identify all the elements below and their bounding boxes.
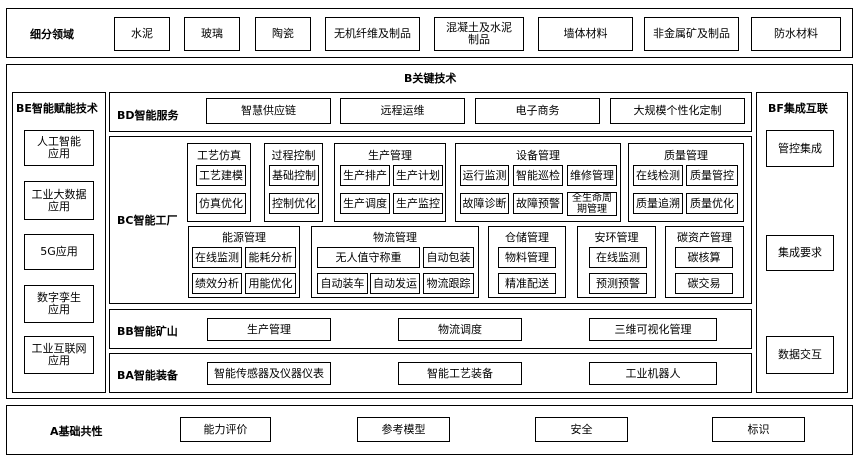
- bc-item: 自动包装: [423, 247, 474, 268]
- bb-row-label: BB智能矿山: [117, 325, 178, 338]
- bc-group-title: 物流管理: [373, 231, 417, 244]
- be-item: 5G应用: [24, 234, 94, 270]
- ba-row-label: BA智能装备: [117, 369, 178, 382]
- bc-item: 自动装车: [317, 273, 368, 294]
- bc-item: 能耗分析: [245, 247, 296, 268]
- bc-item: 故障诊断: [460, 193, 509, 214]
- bc-item: 用能优化: [245, 273, 296, 294]
- bf-item: 数据交互: [766, 336, 834, 374]
- bc-item: 控制优化: [269, 193, 319, 214]
- bc-item: 精准配送: [498, 273, 556, 294]
- bc-group-title: 过程控制: [271, 149, 316, 162]
- bc-group-title: 工艺仿真: [197, 149, 241, 162]
- bc-group-title: 仓储管理: [505, 231, 549, 244]
- bc-item: 质量优化: [686, 193, 738, 214]
- bc-item: 质量追溯: [633, 193, 683, 214]
- ba-item: 工业机器人: [589, 362, 717, 385]
- bb-item: 生产管理: [207, 318, 331, 341]
- bd-item: 电子商务: [475, 98, 600, 124]
- top-item: 玻璃: [184, 17, 240, 51]
- bf-column-title: BF集成互联: [768, 102, 828, 115]
- bc-group-title: 能源管理: [222, 231, 266, 244]
- a-item: 能力评价: [180, 417, 271, 442]
- bc-item: 维修管理: [567, 165, 617, 186]
- bc-group-title: 碳资产管理: [677, 231, 732, 244]
- bc-item: 工艺建模: [196, 165, 246, 186]
- bc-item: 碳核算: [675, 247, 733, 268]
- bc-item: 在线监测: [192, 247, 242, 268]
- top-section-label: 细分领域: [30, 28, 74, 41]
- bc-item: 生产调度: [340, 193, 390, 214]
- bc-item: 全生命周 期管理: [567, 192, 617, 216]
- bc-item: 碳交易: [675, 273, 733, 294]
- top-item: 无机纤维及制品: [325, 17, 420, 51]
- bc-item: 物流跟踪: [423, 273, 474, 294]
- bc-item: 基础控制: [269, 165, 319, 186]
- bc-item: 无人值守称重: [317, 247, 420, 268]
- bd-item: 大规模个性化定制: [610, 98, 745, 124]
- bf-item: 集成要求: [766, 235, 834, 271]
- b-section-title: B关键技术: [404, 72, 457, 85]
- bc-item: 质量管控: [686, 165, 738, 186]
- a-item: 标识: [712, 417, 805, 442]
- be-item: 数字孪生 应用: [24, 285, 94, 323]
- bc-group-title: 质量管理: [664, 149, 708, 162]
- top-item: 混凝土及水泥 制品: [434, 17, 524, 51]
- bc-item: 故障预警: [513, 193, 563, 214]
- a-item: 参考模型: [357, 417, 450, 442]
- bc-item: 仿真优化: [196, 193, 246, 214]
- bc-row-label: BC智能工厂: [117, 214, 178, 227]
- a-section-label: A基础共性: [50, 425, 103, 438]
- bc-item: 生产排产: [340, 165, 390, 186]
- bc-item: 生产监控: [393, 193, 443, 214]
- bc-group-title: 安环管理: [594, 231, 639, 244]
- be-item: 工业互联网 应用: [24, 336, 94, 374]
- bc-item: 预测预警: [589, 273, 647, 294]
- bc-item: 绩效分析: [192, 273, 242, 294]
- bc-group-title: 生产管理: [368, 149, 412, 162]
- top-item: 防水材料: [751, 17, 841, 51]
- be-column-title: BE智能赋能技术: [16, 102, 98, 115]
- top-item: 非金属矿及制品: [644, 17, 739, 51]
- ba-item: 智能工艺装备: [398, 362, 522, 385]
- bc-item: 自动发运: [370, 273, 420, 294]
- top-item: 墙体材料: [538, 17, 633, 51]
- bc-item: 生产计划: [393, 165, 443, 186]
- bd-item: 智慧供应链: [206, 98, 331, 124]
- be-item: 人工智能 应用: [24, 130, 94, 166]
- be-item: 工业大数据 应用: [24, 181, 94, 220]
- bb-item: 三维可视化管理: [589, 318, 717, 341]
- bd-item: 远程运维: [340, 98, 465, 124]
- bd-row-label: BD智能服务: [117, 109, 179, 122]
- bb-item: 物流调度: [398, 318, 522, 341]
- bc-group-title: 设备管理: [516, 149, 560, 162]
- a-item: 安全: [535, 417, 628, 442]
- bc-item: 智能巡检: [513, 165, 563, 186]
- top-item: 水泥: [114, 17, 170, 51]
- bc-item: 在线监测: [589, 247, 647, 268]
- ba-item: 智能传感器及仪器仪表: [207, 362, 331, 385]
- top-item: 陶瓷: [255, 17, 311, 51]
- bc-item: 在线检测: [633, 165, 683, 186]
- bf-item: 管控集成: [766, 130, 834, 167]
- bc-item: 物料管理: [498, 247, 556, 268]
- bc-item: 运行监测: [460, 165, 509, 186]
